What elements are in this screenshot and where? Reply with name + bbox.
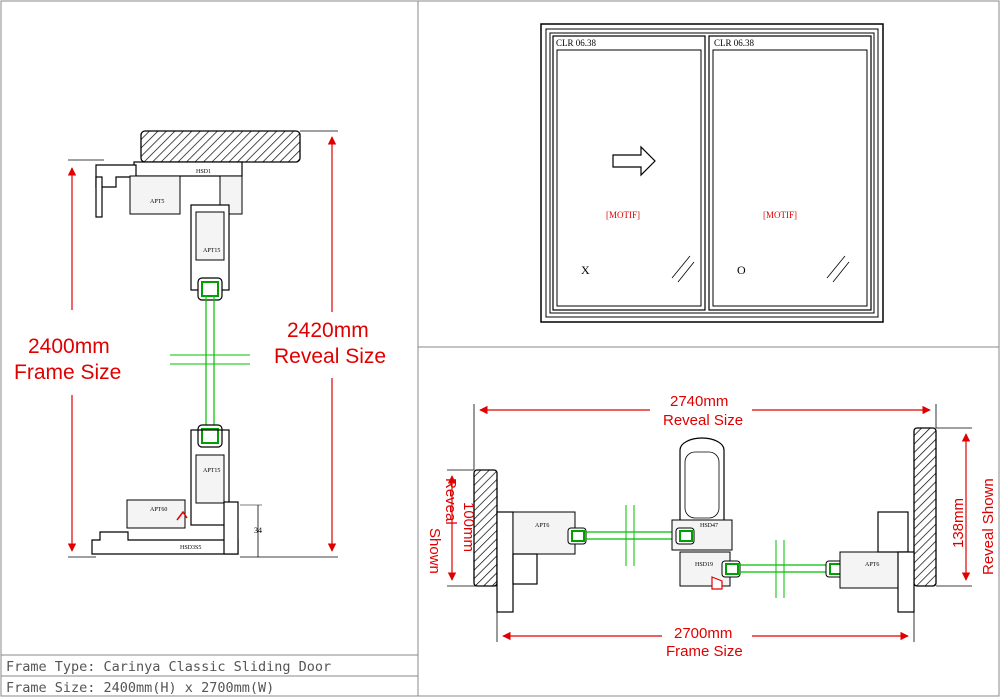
sash-top: APT15 [190,204,230,301]
reveal-height-value: 2420mm [287,319,369,342]
left-reveal-caption-2: Shown [426,528,443,574]
frame-width-caption: Frame Size [666,643,743,660]
left-reveal-caption-1: Reveal [442,478,459,525]
sill-step-dimension: 34 [240,504,262,557]
reveal-width-value: 2740mm [670,393,728,410]
left-motif: [MOTIF] [606,210,640,220]
left-panel: CLR 06.38 [MOTIF] X [552,35,706,311]
apt6-right-label: APT6 [865,562,879,568]
frame-height-caption: Frame Size [14,361,121,384]
sill-step-value: 34 [254,526,262,535]
apt15-bottom-label: APT15 [203,468,220,474]
left-glass-reflection-icon [671,255,695,283]
interlock2-label: HSD19 [695,562,713,568]
sill-frame: APT60 HSD3S5 [91,499,239,555]
left-jamb: APT6 [496,511,587,613]
slide-direction-arrow-icon [612,145,656,177]
right-wall [913,427,937,587]
right-reveal-value: 138mm [950,498,967,548]
right-glass-spec: CLR 06.38 [714,38,755,48]
reveal-height-dimension: 2420mm Reveal Size [240,130,386,558]
right-glass-reflection-icon [826,255,850,283]
glass-pane-vertical [170,295,250,425]
apt5-label: APT5 [150,199,164,205]
door-elevation: CLR 06.38 [MOTIF] X CLR 06.38 [MOTIF] O [540,23,884,323]
interlock1-label: HSD47 [700,523,718,529]
left-panel-mark: X [581,263,590,277]
left-reveal-value: 100mm [460,502,477,552]
apt60-label: APT60 [150,507,167,513]
right-jamb: APT6 [825,511,915,613]
head-label: HSD1 [196,169,211,175]
reveal-height-caption: Reveal Size [274,345,386,368]
apt6-left-label: APT6 [535,523,549,529]
horizontal-section: APT6 HSD47 HSD19 [426,393,997,660]
right-motif: [MOTIF] [763,210,797,220]
sash-bottom: APT15 [190,424,230,526]
frame-size-text: Frame Size: 2400mm(H) x 2700mm(W) [6,680,274,696]
right-reveal-caption: Reveal Shown [980,478,997,575]
reveal-width-dimension: 2740mm Reveal Size [473,393,937,470]
frame-width-dimension: 2700mm Frame Size [496,612,915,660]
sill-label: HSD3S5 [180,545,201,551]
frame-type-text: Frame Type: Carinya Classic Sliding Door [6,659,331,675]
right-reveal-dimension: 138mm Reveal Shown [936,427,997,587]
right-panel-mark: O [737,263,746,277]
interlock-mullion: HSD47 HSD19 [671,437,741,590]
left-glass-spec: CLR 06.38 [556,38,597,48]
right-panel: CLR 06.38 [MOTIF] O [708,35,872,311]
frame-height-dimension: 2400mm Frame Size [14,159,121,558]
frame-height-value: 2400mm [28,335,110,358]
reveal-width-caption: Reveal Size [663,412,743,429]
vertical-section: HSD1 APT5 APT15 APT15 APT [14,130,386,558]
head-frame: HSD1 APT5 [95,161,243,218]
head-wall [140,130,301,163]
apt15-top-label: APT15 [203,248,220,254]
glass-right [738,540,830,598]
left-reveal-dimension: Reveal Shown 100mm [426,469,497,587]
title-block: Frame Type: Carinya Classic Sliding Door… [0,654,419,697]
frame-width-value: 2700mm [674,625,732,642]
glass-left [585,505,672,566]
